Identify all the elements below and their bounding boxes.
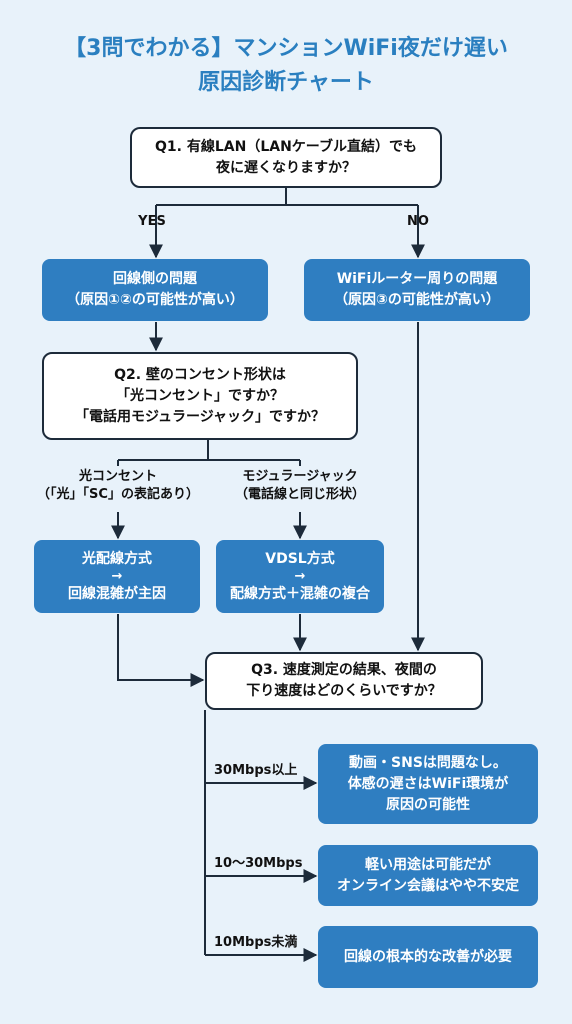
speed-label-3: 10Mbps未満 <box>214 935 298 950</box>
optical-result-line1: 光配線方式 <box>82 550 152 567</box>
optical-result-arrow: → <box>111 568 123 584</box>
speed-result-3-box: 回線の根本的な改善が必要 <box>318 926 538 988</box>
q2-line2: 「光コンセント」ですか？ <box>116 387 284 404</box>
modular-branch-line2: （電話線と同じ形状） <box>234 487 365 502</box>
line-side-box: 回線側の問題 （原因①②の可能性が高い） <box>42 259 268 321</box>
vdsl-result-box: VDSL方式 → 配線方式＋混雑の複合 <box>216 540 384 613</box>
line-side-line2: （原因①②の可能性が高い） <box>66 292 244 308</box>
q1-line1: Q1. 有線LAN（LANケーブル直結）でも <box>155 138 417 155</box>
q2-box: Q2. 壁のコンセント形状は 「光コンセント」ですか？ 「電話用モジュラージャッ… <box>42 352 358 440</box>
speed-result-1-line2: 体感の遅さはWiFi環境が <box>347 775 509 792</box>
speed-result-2-line2: オンライン会議はやや不安定 <box>337 877 519 894</box>
q2-line3: 「電話用モジュラージャック」ですか？ <box>74 408 326 425</box>
q3-line1: Q3. 速度測定の結果、夜間の <box>251 662 437 678</box>
q1-line2: 夜に遅くなりますか？ <box>216 159 356 176</box>
speed-result-1-line1: 動画・SNSは問題なし。 <box>349 754 507 771</box>
vdsl-result-line2: 配線方式＋混雑の複合 <box>230 585 370 602</box>
router-side-box: WiFiルーター周りの問題 （原因③の可能性が高い） <box>304 259 530 321</box>
vdsl-result-line1: VDSL方式 <box>265 550 335 567</box>
speed-label-2: 10〜30Mbps <box>214 856 303 871</box>
vdsl-result-arrow: → <box>294 568 306 584</box>
optical-result-line2: 回線混雑が主因 <box>68 585 166 602</box>
yes-label: YES <box>138 214 166 229</box>
speed-result-3-line1: 回線の根本的な改善が必要 <box>344 948 512 965</box>
speed-result-1-box: 動画・SNSは問題なし。 体感の遅さはWiFi環境が 原因の可能性 <box>318 744 538 824</box>
speed-label-1: 30Mbps以上 <box>214 763 298 778</box>
optical-result-box: 光配線方式 → 回線混雑が主因 <box>34 540 200 613</box>
router-side-line2: （原因③の可能性が高い） <box>334 292 500 308</box>
optical-branch-line2: （「光」「SC」の表記あり） <box>37 487 199 502</box>
chart-title-line1: 【3問でわかる】マンションWiFi夜だけ遅い <box>64 36 508 61</box>
q3-line2: 下り速度はどのくらいですか？ <box>246 683 442 699</box>
router-side-line1: WiFiルーター周りの問題 <box>336 271 498 287</box>
modular-branch-line1: モジュラージャック <box>242 469 358 484</box>
modular-branch-label: モジュラージャック （電話線と同じ形状） <box>210 468 390 504</box>
speed-result-1-line3: 原因の可能性 <box>386 796 470 813</box>
chart-title-line2: 原因診断チャート <box>198 70 374 95</box>
q1-box: Q1. 有線LAN（LANケーブル直結）でも 夜に遅くなりますか？ <box>130 127 442 188</box>
optical-branch-line1: 光コンセント <box>78 469 157 484</box>
line-side-line1: 回線側の問題 <box>113 271 197 287</box>
optical-branch-label: 光コンセント （「光」「SC」の表記あり） <box>8 468 228 504</box>
optical-to-q3-arrow <box>117 614 205 687</box>
no-label: NO <box>407 214 429 229</box>
speed-result-2-line1: 軽い用途は可能だが <box>365 856 491 873</box>
speed-result-2-box: 軽い用途は可能だが オンライン会議はやや不安定 <box>318 845 538 906</box>
q3-box: Q3. 速度測定の結果、夜間の 下り速度はどのくらいですか？ <box>205 652 483 710</box>
q2-line1: Q2. 壁のコンセント形状は <box>114 366 286 383</box>
